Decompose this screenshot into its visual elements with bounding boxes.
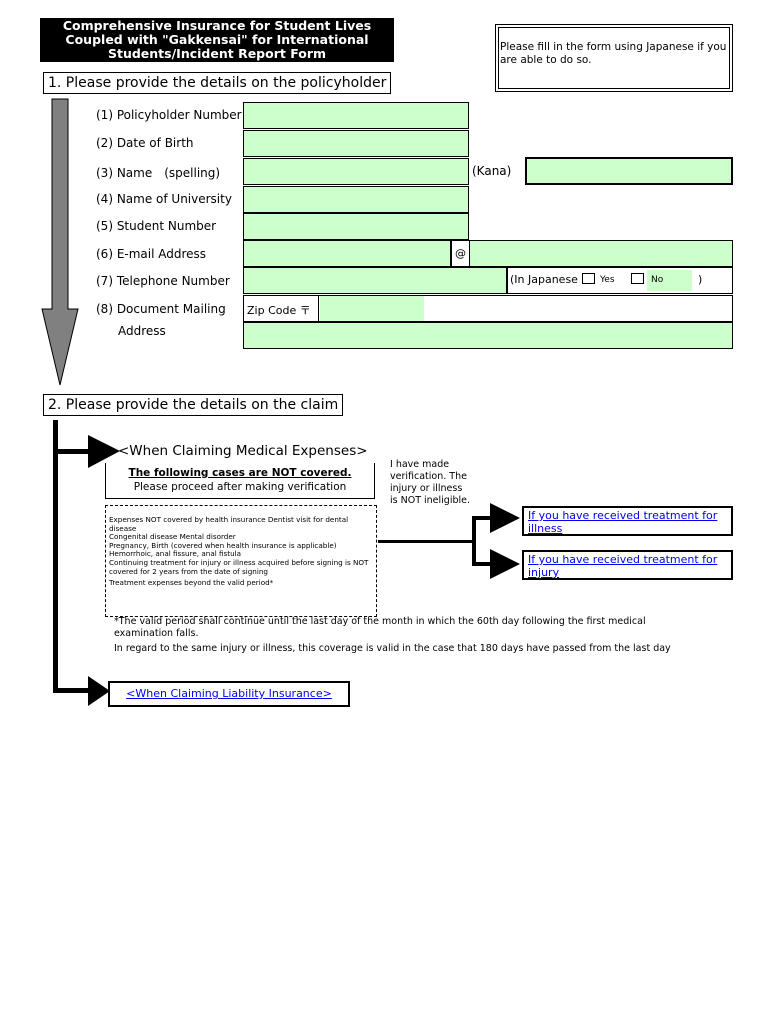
exclusions-box: Expenses NOT covered by health insurance… <box>105 505 377 617</box>
form-title: Comprehensive Insurance for Student Live… <box>40 18 394 62</box>
proceed-text: Please proceed after making verification <box>133 481 347 493</box>
down-arrow-icon <box>41 98 79 386</box>
email-domain-field[interactable] <box>469 240 733 267</box>
zip-row <box>243 295 733 322</box>
title-line-1: Comprehensive Insurance for Student Live… <box>62 18 372 33</box>
label-date-of-birth: (2) Date of Birth <box>96 136 194 150</box>
exclusion-item: Pregnancy, Birth (covered when health in… <box>109 540 337 550</box>
label-mailing-2: Address <box>118 324 166 338</box>
arrow-right-icon <box>88 435 120 468</box>
telephone-field[interactable] <box>243 267 507 294</box>
arrow-right-icon <box>88 676 110 706</box>
liability-insurance-link[interactable]: <When Claiming Liability Insurance> <box>108 681 350 707</box>
same-illness-footnote: In regard to the same injury or illness,… <box>114 643 671 654</box>
flow-line-vertical <box>53 420 58 693</box>
arrow-right-icon <box>490 503 520 533</box>
address-field[interactable] <box>243 322 733 349</box>
flow-line-medical <box>53 449 93 454</box>
valid-period-footnote: *The valid period shall continue until t… <box>114 616 646 639</box>
no-highlight <box>647 270 692 291</box>
exclusion-item: Congenital disease Mental disorder <box>109 532 236 542</box>
japanese-ability-box <box>507 267 733 294</box>
flow-line-liability <box>53 688 93 693</box>
branch-line-illness <box>472 516 494 520</box>
branch-line <box>378 540 474 543</box>
not-covered-box <box>105 463 375 499</box>
exclusion-item: Hemorrhoic, anal fissure, anal fistula <box>109 549 242 559</box>
no-checkbox[interactable] <box>631 273 644 284</box>
label-student-number: (5) Student Number <box>96 219 217 233</box>
branch-line-injury <box>472 562 494 566</box>
title-line-3: Students/Incident Report Form <box>107 46 327 61</box>
label-no: No <box>651 275 664 285</box>
yes-checkbox[interactable] <box>582 273 595 284</box>
not-covered-text: The following cases are NOT covered. <box>128 467 352 479</box>
policyholder-number-field[interactable] <box>243 102 469 129</box>
close-paren: ) <box>698 273 703 286</box>
medical-expenses-heading: <When Claiming Medical Expenses> <box>118 443 368 459</box>
email-at-sign: @ <box>451 240 470 267</box>
title-line-2: Coupled with "Gakkensai" for Internation… <box>65 32 369 47</box>
injury-treatment-link[interactable]: If you have received treatment for injur… <box>522 550 733 580</box>
university-field[interactable] <box>243 186 469 213</box>
label-in-japanese: (In Japanese <box>510 273 578 286</box>
date-of-birth-field[interactable] <box>243 130 469 157</box>
label-university: (4) Name of University <box>96 192 232 206</box>
label-telephone: (7) Telephone Number <box>96 274 230 288</box>
exclusion-item: Treatment expenses beyond the valid peri… <box>109 578 274 588</box>
email-user-field[interactable] <box>243 240 451 267</box>
name-kana-field[interactable] <box>525 157 733 185</box>
section2-heading: 2. Please provide the details on the cla… <box>43 394 344 416</box>
zip-divider <box>318 296 319 321</box>
label-kana: (Kana) <box>472 164 512 178</box>
label-policyholder-number: (1) Policyholder Number <box>96 108 242 122</box>
illness-treatment-link[interactable]: If you have received treatment for illne… <box>522 506 733 536</box>
label-name: (3) Name (spelling) <box>96 166 221 180</box>
section1-heading: 1. Please provide the details on the pol… <box>43 72 392 94</box>
arrow-right-icon <box>490 549 520 579</box>
label-email: (6) E-mail Address <box>96 247 207 261</box>
label-zip: Zip Code 〒 <box>247 304 311 317</box>
label-mailing-1: (8) Document Mailing <box>96 302 226 316</box>
zip-code-field[interactable] <box>320 296 424 321</box>
verification-text: I have made verification. The injury or … <box>390 459 471 506</box>
exclusion-item: Continuing treatment for injury or illne… <box>109 557 369 576</box>
label-yes: Yes <box>600 275 615 285</box>
branch-line-vertical <box>472 518 476 565</box>
name-spelling-field[interactable] <box>243 158 469 185</box>
exclusion-item: Expenses NOT covered by health insurance… <box>109 515 349 533</box>
student-number-field[interactable] <box>243 213 469 240</box>
japanese-note: Please fill in the form using Japanese i… <box>495 24 733 92</box>
